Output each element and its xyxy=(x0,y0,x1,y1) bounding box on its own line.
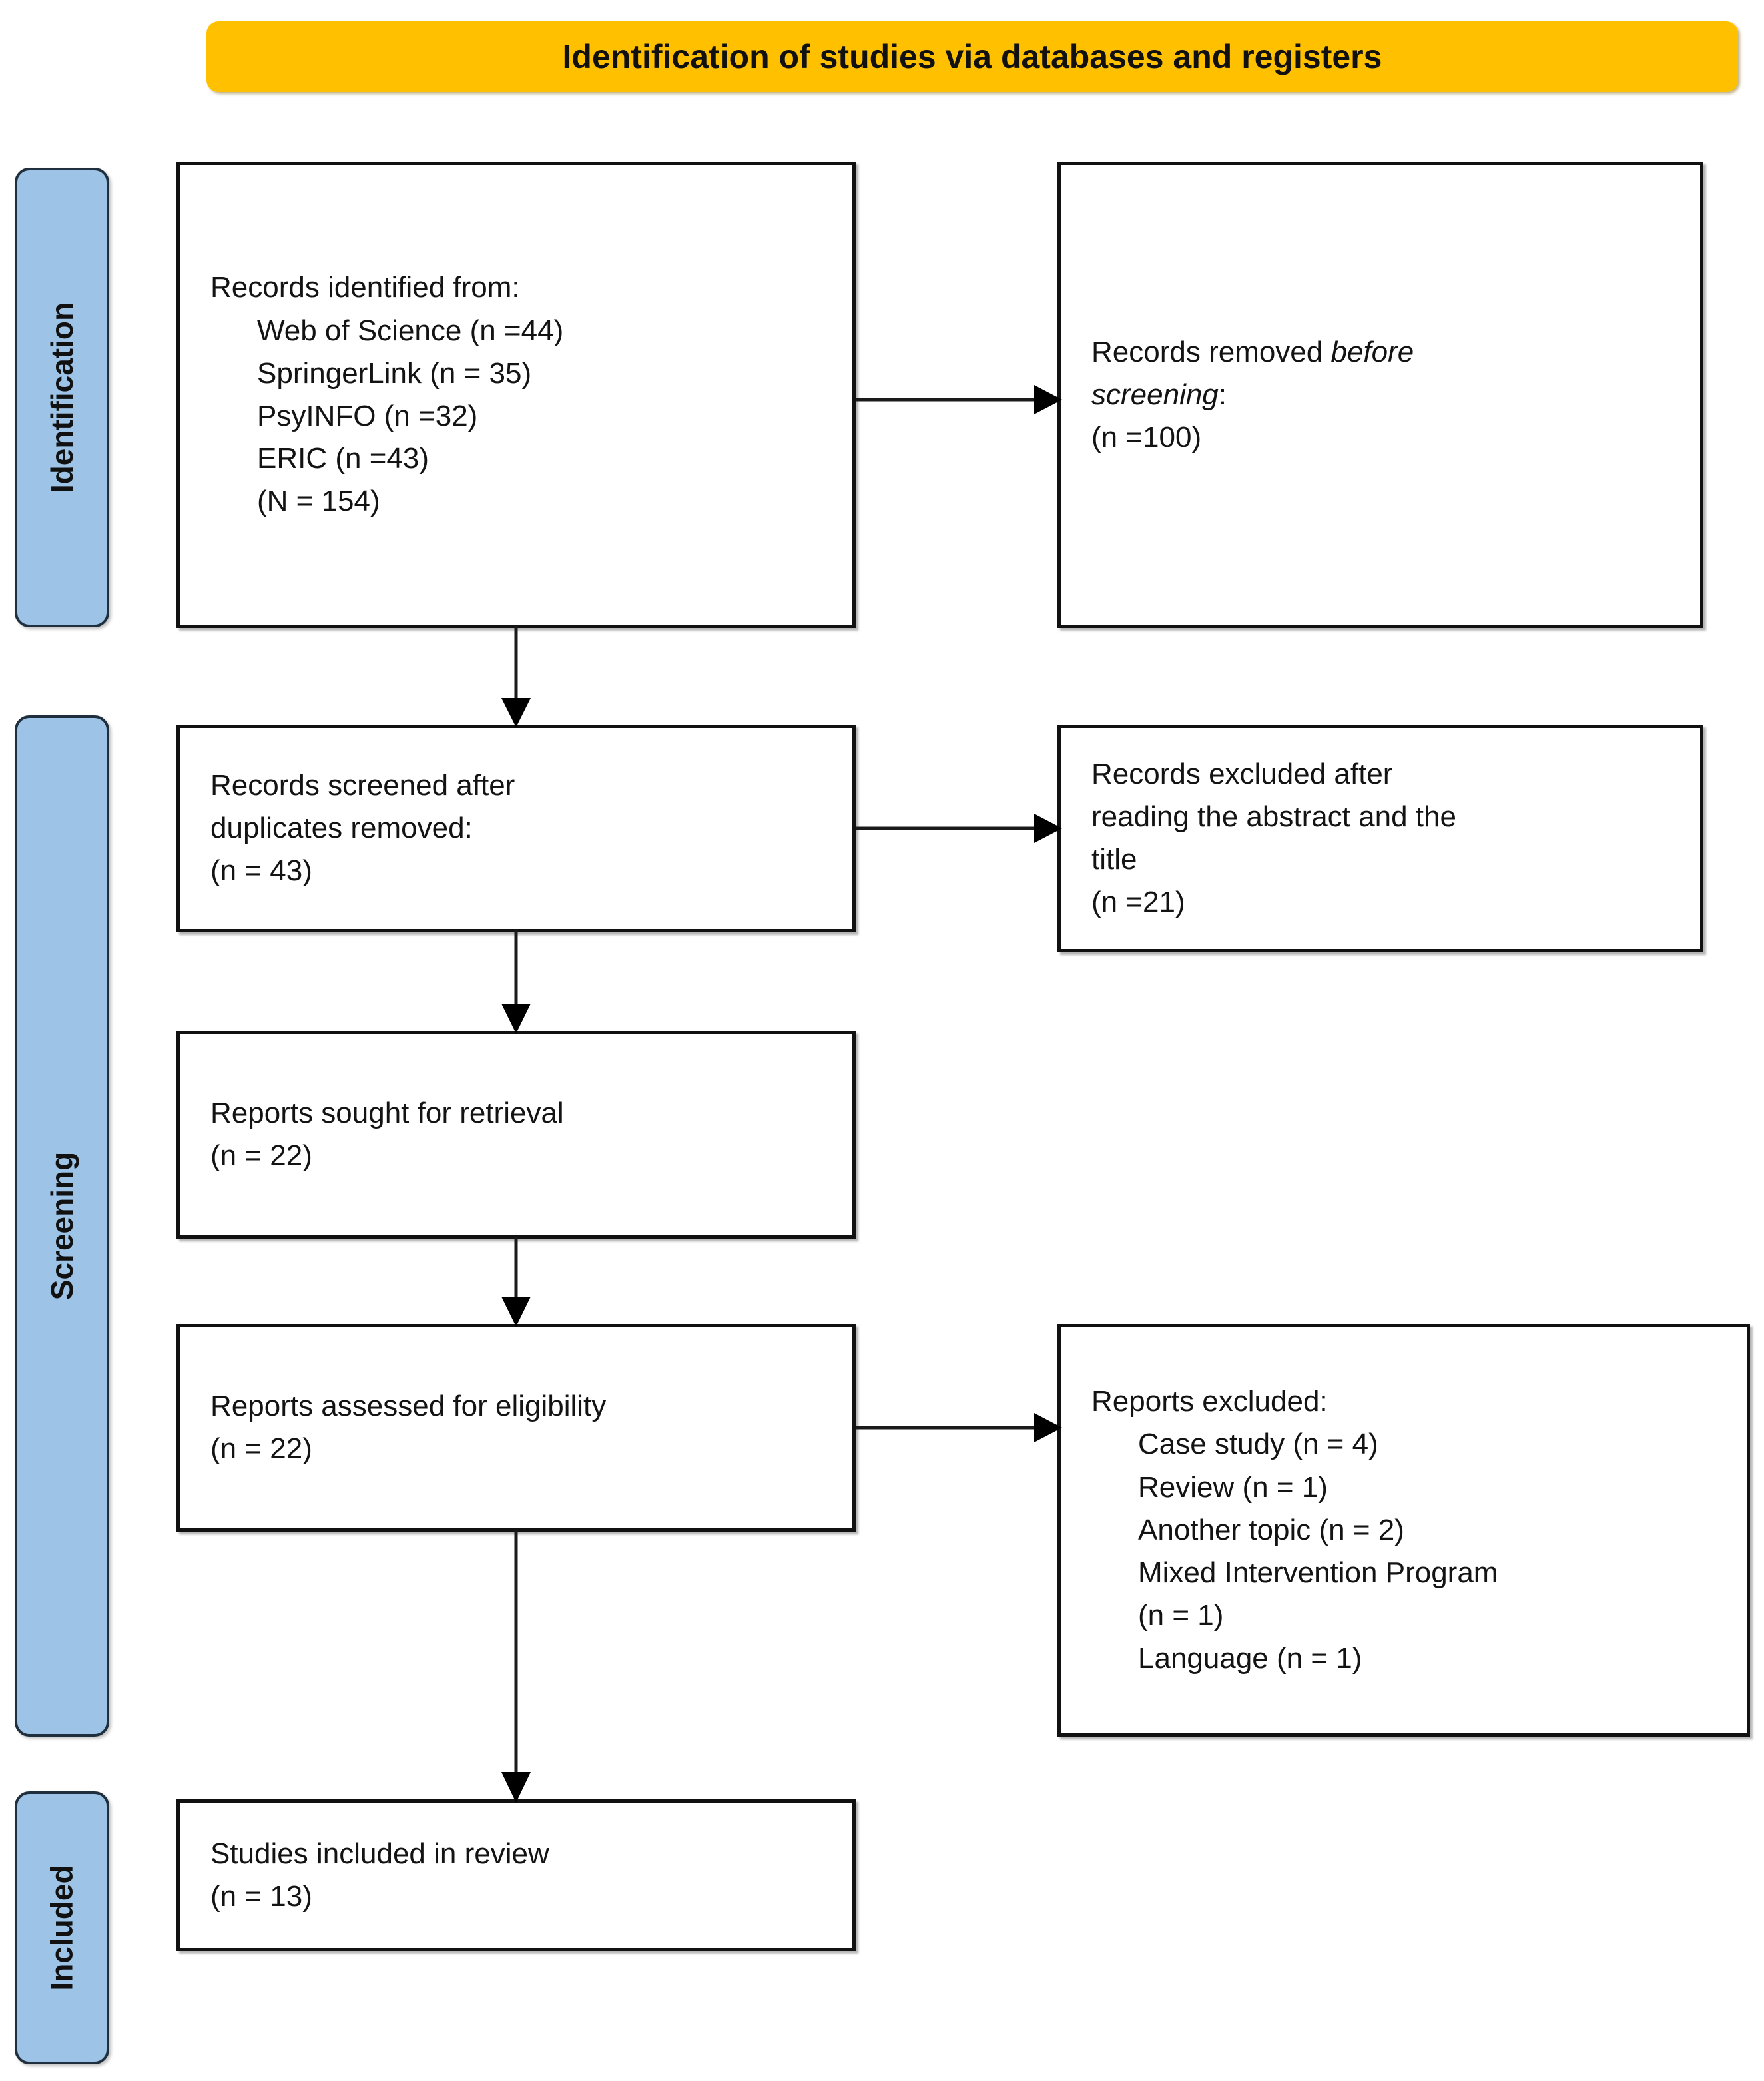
stage-label-included: Included xyxy=(15,1791,109,2064)
stage-label-screening: Screening xyxy=(15,715,109,1737)
box-records-identified: Records identified from: Web of Science … xyxy=(176,162,856,628)
records-excluded-line3: title xyxy=(1091,843,1137,876)
records-screened-line2: duplicates removed: xyxy=(210,811,473,844)
header-banner: Identification of studies via databases … xyxy=(206,21,1738,92)
source-total: (N = 154) xyxy=(257,485,380,518)
arrow-screened-to-excluded-abstract xyxy=(856,814,1062,843)
arrow-screened-to-sought xyxy=(501,930,531,1034)
arrow-assessed-to-included xyxy=(501,1530,531,1803)
records-removed-line2: screening: xyxy=(1091,374,1687,416)
box-records-screened: Records screened after duplicates remove… xyxy=(176,725,856,932)
reports-sought-label: Reports sought for retrieval xyxy=(210,1096,564,1129)
box-studies-included: Studies included in review (n = 13) xyxy=(176,1799,856,1951)
stage-label-identification: Identification xyxy=(15,168,109,627)
reason-case-study: Case study (n = 4) xyxy=(1138,1428,1378,1461)
reason-mixed-intervention-count: (n = 1) xyxy=(1138,1599,1224,1632)
box-records-removed-content: Records removed before screening: (n =10… xyxy=(1061,331,1700,459)
box-reports-excluded: Reports excluded: Case study (n = 4) Rev… xyxy=(1057,1324,1750,1737)
reports-assessed-label: Reports assessed for eligibility xyxy=(210,1389,607,1422)
records-removed-line1: Records removed before xyxy=(1091,331,1687,374)
box-reports-excluded-content: Reports excluded: Case study (n = 4) Rev… xyxy=(1061,1380,1747,1680)
reports-excluded-heading: Reports excluded: xyxy=(1091,1385,1328,1418)
arrow-sought-to-assessed xyxy=(501,1237,531,1327)
records-removed-count: (n =100) xyxy=(1091,421,1202,454)
source-eric: ERIC (n =43) xyxy=(257,442,429,475)
source-web-of-science: Web of Science (n =44) xyxy=(257,314,564,347)
box-records-identified-content: Records identified from: Web of Science … xyxy=(180,266,852,523)
reason-mixed-intervention: Mixed Intervention Program xyxy=(1138,1556,1498,1590)
box-records-screened-content: Records screened after duplicates remove… xyxy=(180,764,852,893)
source-springerlink: SpringerLink (n = 35) xyxy=(257,356,532,390)
records-screened-line1: Records screened after xyxy=(210,768,515,802)
stage-label-included-text: Included xyxy=(45,1865,79,1991)
studies-included-label: Studies included in review xyxy=(210,1837,549,1870)
records-excluded-count: (n =21) xyxy=(1091,886,1185,919)
box-studies-included-content: Studies included in review (n = 13) xyxy=(180,1833,852,1918)
reports-assessed-count: (n = 22) xyxy=(210,1432,312,1465)
arrow-identified-to-removed xyxy=(856,385,1062,414)
records-identified-heading: Records identified from: xyxy=(210,271,520,304)
records-excluded-line2: reading the abstract and the xyxy=(1091,800,1456,833)
records-excluded-line1: Records excluded after xyxy=(1091,757,1393,790)
arrow-identified-to-screened xyxy=(501,626,531,727)
arrow-assessed-to-excluded-reports xyxy=(856,1413,1062,1442)
records-removed-italic-before: before xyxy=(1330,335,1414,368)
studies-included-count: (n = 13) xyxy=(210,1880,312,1913)
records-removed-italic-screening: screening xyxy=(1091,378,1219,411)
box-reports-assessed: Reports assessed for eligibility (n = 22… xyxy=(176,1324,856,1532)
reports-sought-count: (n = 22) xyxy=(210,1139,312,1172)
stage-label-screening-text: Screening xyxy=(45,1151,80,1301)
box-reports-assessed-content: Reports assessed for eligibility (n = 22… xyxy=(180,1385,852,1470)
records-removed-prefix: Records removed xyxy=(1091,335,1331,368)
page-title: Identification of studies via databases … xyxy=(562,38,1382,75)
reason-language: Language (n = 1) xyxy=(1138,1641,1362,1675)
box-records-excluded-abstract-content: Records excluded after reading the abstr… xyxy=(1061,753,1700,924)
records-screened-count: (n = 43) xyxy=(210,854,312,888)
source-psyinfo: PsyINFO (n =32) xyxy=(257,400,478,432)
reason-another-topic: Another topic (n = 2) xyxy=(1138,1513,1404,1546)
box-records-removed: Records removed before screening: (n =10… xyxy=(1057,162,1703,628)
box-reports-sought-content: Reports sought for retrieval (n = 22) xyxy=(180,1092,852,1177)
stage-label-identification-text: Identification xyxy=(45,302,80,493)
box-records-excluded-abstract: Records excluded after reading the abstr… xyxy=(1057,725,1703,952)
reason-review: Review (n = 1) xyxy=(1138,1470,1328,1504)
records-removed-colon: : xyxy=(1218,378,1227,411)
box-reports-sought: Reports sought for retrieval (n = 22) xyxy=(176,1031,856,1239)
